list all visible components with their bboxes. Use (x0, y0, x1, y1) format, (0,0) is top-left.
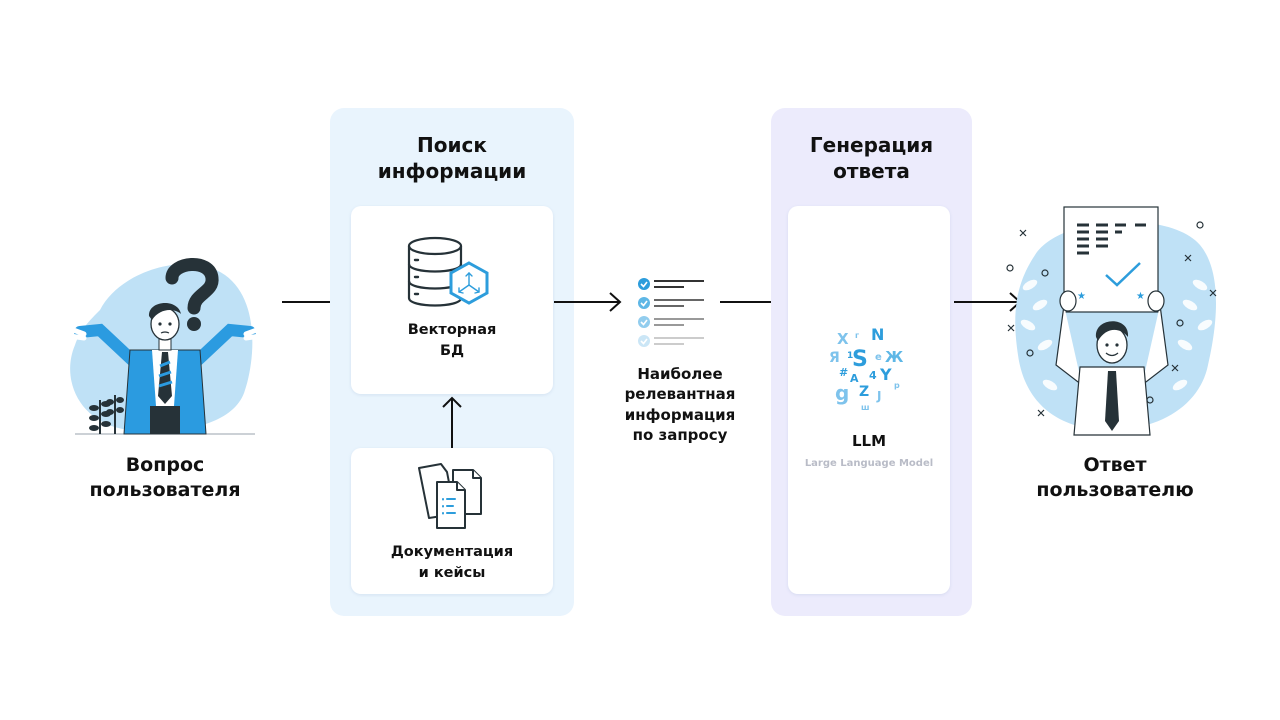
relevant-info-node: Наиболее релевантная информация по запро… (600, 270, 760, 450)
llm-glyph: г (855, 331, 859, 340)
llm-glyph: A (850, 372, 859, 385)
arrow-vector-db-to-relevant (554, 292, 622, 312)
checklist-icon (638, 278, 704, 347)
llm-glyph: Я (829, 350, 840, 366)
confused-user-illustration (65, 258, 265, 435)
llm-glyph: N (871, 326, 884, 344)
llm-glyph: e (875, 352, 882, 363)
search-panel-title: Поиск информации (377, 133, 527, 183)
llm-glyph: p (894, 381, 900, 390)
llm-label: LLM (851, 432, 887, 450)
search-info-panel: Поиск информации (330, 108, 574, 616)
documents-icon (418, 463, 482, 529)
llm-glyph: g (835, 381, 849, 405)
vector-db-label: Векторная БД (407, 322, 497, 360)
vector-database-icon (407, 236, 489, 307)
arrow-docs-to-vector-db (442, 396, 462, 448)
generation-panel: Генерация ответа X г N Я 1 S e Ж # A 4 Y… (771, 108, 972, 616)
llm-glyph: ш (861, 403, 870, 412)
checkmark-icon (1105, 262, 1141, 287)
user-answer-node: ★ ★ Ответ пользователю (1000, 195, 1230, 505)
user-answer-label: Ответ пользователю (1036, 454, 1194, 501)
llm-glyph: 4 (869, 369, 877, 382)
plant-icon (89, 395, 124, 434)
relevant-info-label: Наиболее релевантная информация по запро… (624, 365, 736, 444)
star-icon: ★ (1136, 291, 1145, 302)
llm-glyph: 1 (847, 351, 853, 361)
llm-sublabel: Large Language Model (804, 458, 934, 469)
star-icon: ★ (1077, 291, 1086, 302)
llm-glyph: Z (859, 384, 869, 400)
llm-glyph: J (876, 389, 881, 403)
leaves-decoration (1020, 279, 1213, 391)
question-mark-icon (165, 258, 219, 315)
vector-db-card: Векторная БД (351, 206, 553, 394)
docs-card: Документация и кейсы (351, 448, 553, 594)
user-question-label: Вопрос пользователя (89, 454, 241, 501)
llm-glyph: Ж (885, 348, 904, 366)
generation-panel-title: Генерация ответа (809, 133, 934, 183)
user-question-node: Вопрос пользователя (60, 250, 270, 510)
llm-card: X г N Я 1 S e Ж # A 4 Y g Z J p ш LLM La… (788, 206, 950, 594)
happy-user-illustration: ★ ★ (1006, 206, 1217, 436)
llm-glyph: S (852, 347, 868, 372)
docs-label: Документация и кейсы (390, 544, 514, 582)
llm-glyph: X (837, 330, 849, 348)
llm-letters-icon: X г N Я 1 S e Ж # A 4 Y g Z J p ш (829, 326, 904, 412)
llm-glyph: # (839, 366, 848, 379)
llm-glyph: Y (879, 365, 892, 384)
